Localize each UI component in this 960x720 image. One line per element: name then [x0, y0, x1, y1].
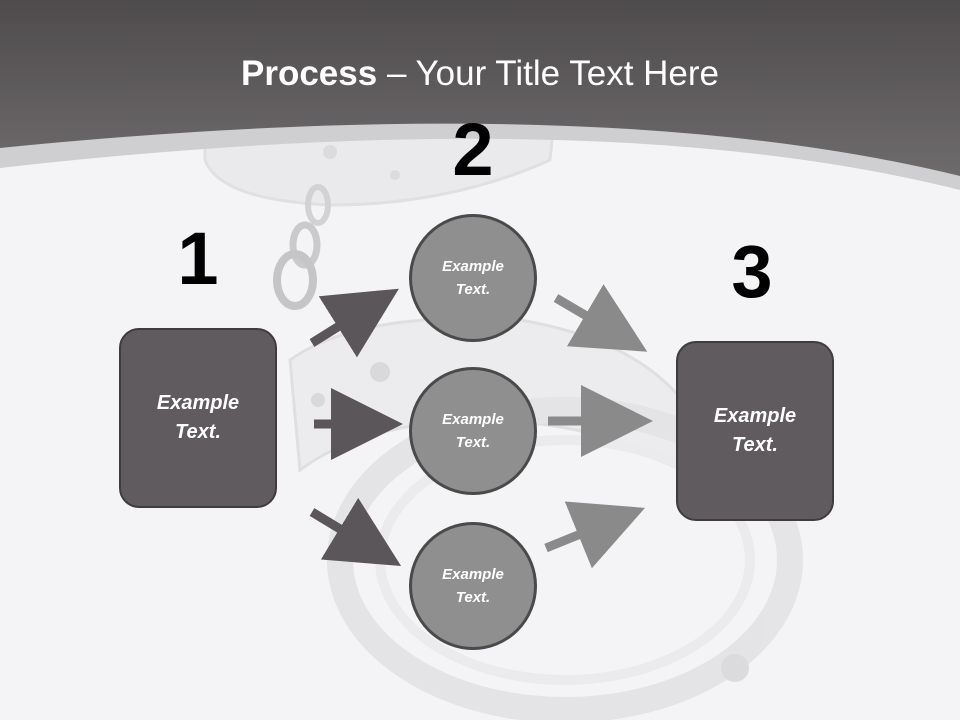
right-process-box: Example Text. [676, 341, 834, 521]
header-band [0, 0, 960, 190]
circle-step-middle: Example Text. [409, 367, 537, 495]
arrow-left-to-top [309, 288, 399, 358]
circle-middle-text: Example Text. [442, 411, 504, 451]
title-rest: – Your Title Text Here [377, 54, 719, 93]
arrow-top-to-right [553, 284, 648, 352]
right-box-text: Example Text. [713, 405, 797, 456]
left-process-box: Example Text. [119, 328, 277, 508]
circle-step-bottom: Example Text. [409, 522, 537, 650]
arrow-bottom-to-right [544, 501, 646, 569]
title-bold: Process [241, 54, 378, 93]
step-number-2: 2 [452, 108, 494, 191]
slide-title: Process – Your Title Text Here [0, 52, 960, 96]
circle-bottom-text: Example Text. [442, 566, 504, 606]
step-number-1: 1 [177, 217, 219, 300]
arrow-left-to-bottom [309, 497, 402, 566]
circle-top-text: Example Text. [442, 258, 504, 298]
left-box-text: Example Text. [156, 392, 240, 443]
circle-step-top: Example Text. [409, 214, 537, 342]
step-number-3: 3 [731, 230, 773, 313]
